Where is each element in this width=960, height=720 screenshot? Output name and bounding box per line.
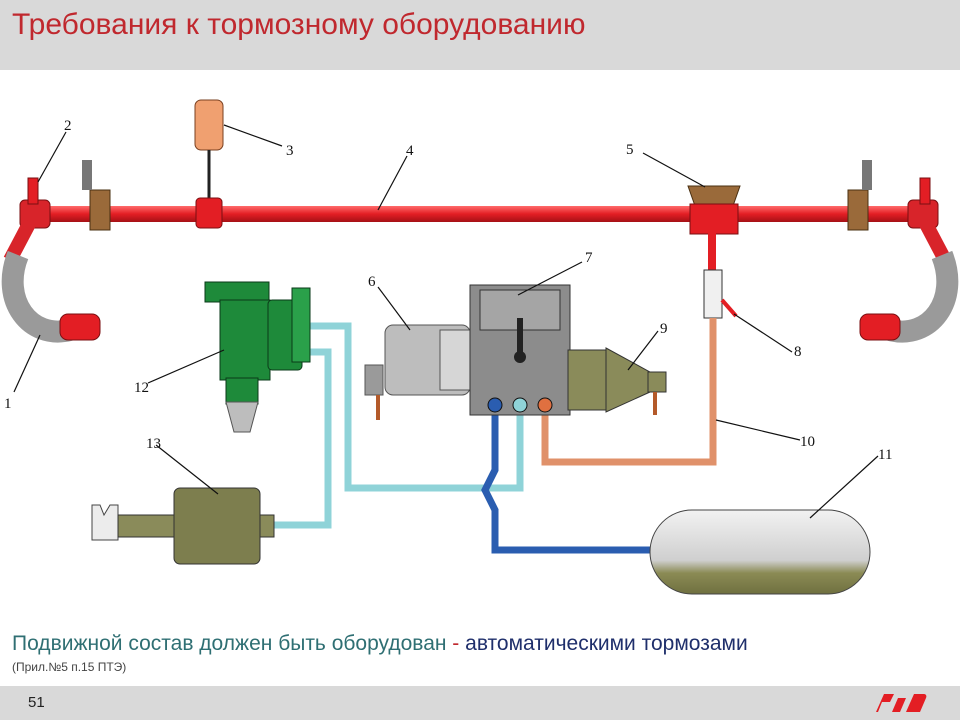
- distributor-12: [204, 281, 311, 433]
- callout-8: 8: [794, 344, 802, 360]
- cyan-air-line-lower: [268, 348, 332, 529]
- callout-7: 7: [585, 250, 593, 266]
- brake-main-pipe: [40, 206, 920, 222]
- callout-leaders: [13, 124, 879, 519]
- callout-13: 13: [146, 436, 161, 452]
- right-connecting-hose: [887, 250, 959, 343]
- callout-6: 6: [368, 274, 376, 290]
- callout-1: 1: [4, 396, 12, 412]
- callout-12: 12: [134, 380, 149, 396]
- tee-valve-5: [687, 185, 741, 235]
- footer-bar: 51: [0, 686, 960, 720]
- right-end-cock: [847, 160, 952, 264]
- device-block-7: [469, 284, 571, 416]
- callout-2: 2: [64, 118, 72, 134]
- right-hose-coupling: [859, 313, 901, 341]
- callout-3: 3: [286, 143, 294, 159]
- callout-4: 4: [406, 143, 414, 159]
- caption-separator: -: [446, 632, 466, 655]
- left-hose-coupling: [59, 313, 101, 341]
- blue-reservoir-line: [481, 410, 650, 554]
- caption-text: Подвижной состав должен быть оборудован: [12, 632, 447, 655]
- gray-valve-6: [364, 324, 486, 420]
- brake-cylinder-13: [91, 487, 275, 565]
- brake-equipment-diagram: 1 2 3 4 5 6 7 8 9 10 11 12 13: [1, 99, 959, 595]
- orange-supply-pipe: [541, 318, 717, 466]
- air-device-3: [194, 99, 224, 229]
- callout-11: 11: [878, 447, 892, 463]
- disconnect-cock-8: [703, 269, 738, 319]
- callout-9: 9: [660, 321, 668, 337]
- rzd-logo-icon: [876, 694, 927, 712]
- cyan-air-line-upper: [310, 322, 524, 492]
- branch-pipe: [708, 232, 716, 272]
- page-number: 51: [28, 694, 45, 711]
- left-connecting-hose: [1, 250, 73, 343]
- callout-10: 10: [800, 434, 815, 450]
- olive-cylinder-9: [567, 347, 667, 415]
- callout-5: 5: [626, 142, 634, 158]
- air-reservoir-11: [649, 509, 871, 595]
- header-bar: Требования к тормозному оборудованию: [0, 0, 960, 70]
- caption-line: Подвижной состав должен быть оборудован …: [12, 632, 748, 656]
- page-title: Требования к тормозному оборудованию: [12, 8, 586, 41]
- caption-accent: автоматическими тормозами: [465, 632, 748, 655]
- caption-reference: (Прил.№5 п.15 ПТЭ): [12, 660, 127, 674]
